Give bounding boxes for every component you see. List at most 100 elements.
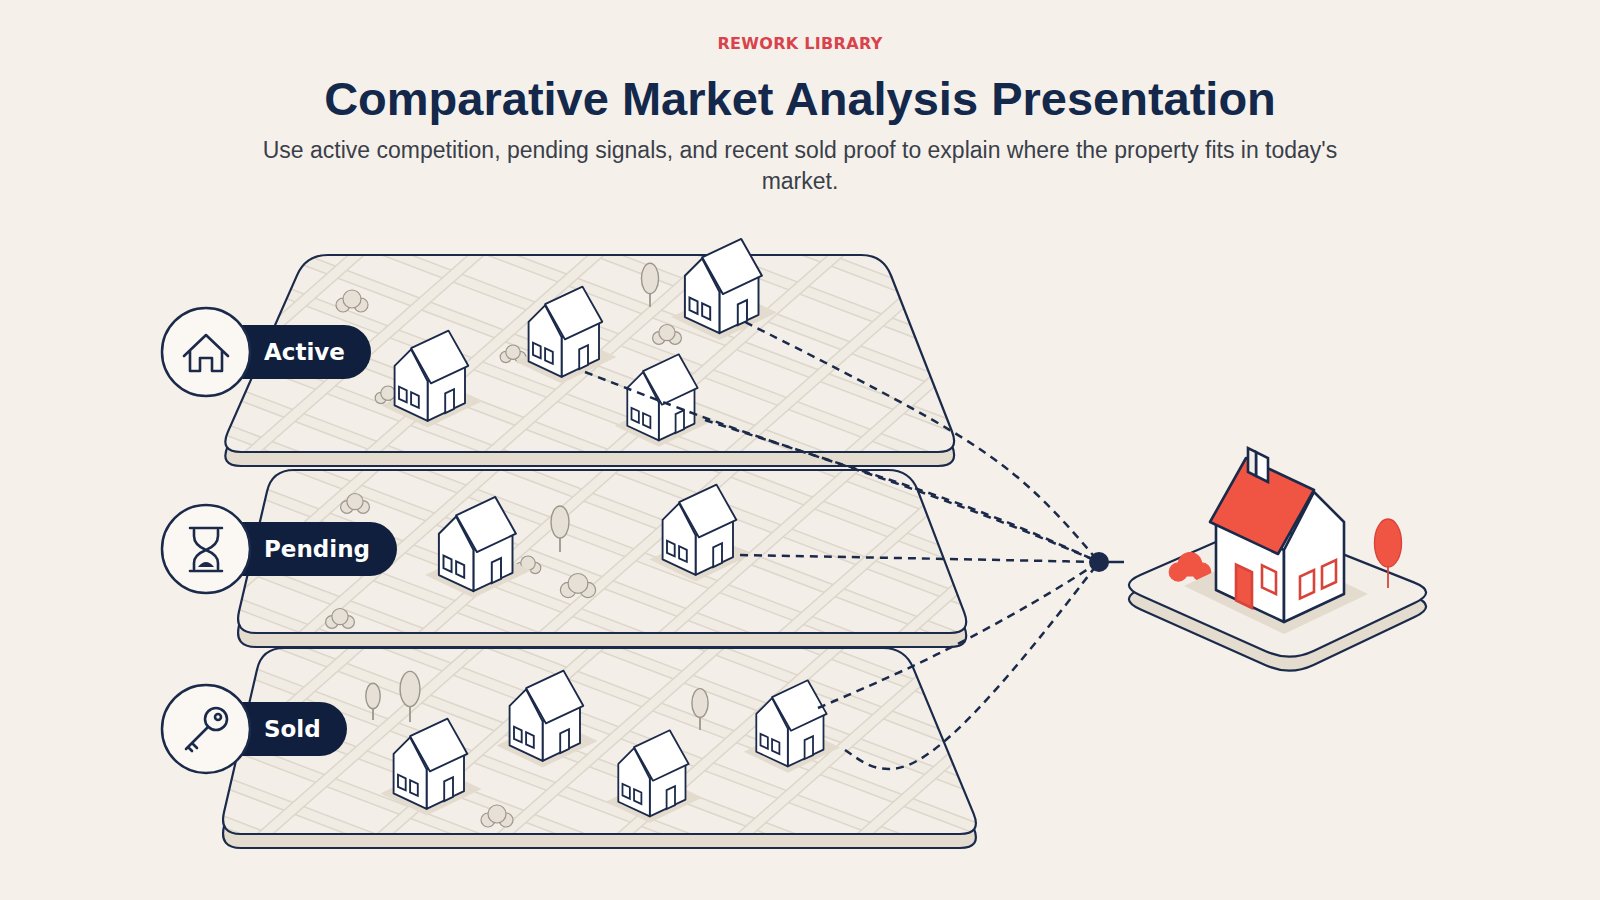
pill-icon [162, 685, 250, 773]
street [0, 628, 259, 900]
street [764, 628, 1600, 900]
pill-icon [162, 505, 250, 593]
door [492, 558, 501, 583]
street [0, 450, 204, 830]
house-roof [411, 331, 468, 384]
street [0, 235, 189, 615]
street [1134, 450, 1600, 900]
status-pill: Pending [160, 503, 397, 595]
street [0, 450, 939, 830]
window [1300, 570, 1314, 599]
window [545, 348, 553, 364]
street [399, 628, 1099, 900]
street-grid [0, 235, 1600, 851]
icon-circle [162, 505, 250, 593]
street [1184, 628, 1600, 900]
street [0, 628, 379, 900]
window [634, 789, 641, 804]
street [0, 628, 609, 900]
street [639, 235, 1339, 851]
street [254, 450, 1254, 830]
tree-crown [400, 671, 420, 706]
bush-part [347, 494, 363, 510]
house [671, 239, 777, 340]
street [0, 628, 499, 900]
window [444, 556, 452, 572]
street [0, 450, 634, 900]
bush-part [332, 609, 348, 625]
street [519, 628, 1219, 900]
tree-crown [641, 263, 658, 293]
street [759, 235, 1459, 851]
street [999, 235, 1600, 851]
street [344, 628, 1344, 900]
street [294, 450, 994, 900]
map-layer [0, 628, 1600, 900]
page-caption: Use active competition, pending signals,… [240, 135, 1360, 197]
door [667, 786, 675, 809]
door [713, 543, 722, 567]
house-roof [634, 730, 689, 780]
hub-dot [1089, 552, 1109, 572]
street [0, 450, 414, 830]
street [519, 628, 1219, 900]
street [884, 450, 1600, 830]
map-layer [0, 450, 1600, 900]
comparison-line [845, 562, 1099, 769]
street [1119, 235, 1600, 851]
comparison-line [745, 322, 1099, 562]
header: REWORK LIBRARYComparative Market Analysi… [0, 0, 1600, 197]
street [0, 235, 259, 851]
street [0, 628, 189, 900]
street [159, 628, 859, 900]
house-roof [526, 671, 583, 724]
street [1014, 450, 1600, 900]
street [254, 450, 1254, 830]
street [1119, 628, 1600, 900]
street [0, 450, 634, 900]
hourglass-sand [198, 562, 214, 567]
window [410, 780, 418, 796]
street [639, 628, 1339, 900]
street [279, 628, 979, 900]
street [294, 450, 994, 900]
door [579, 345, 588, 369]
bush-part [488, 805, 506, 823]
window [514, 727, 522, 743]
street [149, 450, 1149, 830]
street [44, 450, 1044, 830]
bush-part [506, 345, 520, 359]
house [1184, 448, 1368, 634]
street [1119, 628, 1600, 900]
street [569, 450, 1569, 830]
street [879, 235, 1579, 851]
house [425, 497, 531, 598]
street [779, 450, 1600, 830]
hourglass-icon [190, 528, 222, 571]
street [414, 450, 1114, 900]
window [679, 546, 687, 562]
window [632, 408, 639, 423]
house [649, 485, 750, 582]
house [381, 331, 482, 428]
street [894, 450, 1594, 900]
street [0, 628, 619, 900]
street [0, 235, 294, 615]
street [39, 235, 739, 851]
street [0, 628, 609, 900]
chimney [1256, 452, 1268, 482]
window [667, 541, 675, 557]
street [399, 628, 1099, 900]
street [519, 235, 1219, 851]
page-title: Comparative Market Analysis Presentation [0, 71, 1600, 127]
bush-part [343, 290, 361, 308]
street [1184, 628, 1600, 900]
street [0, 450, 514, 900]
layer-outline [225, 255, 954, 452]
house [380, 719, 481, 816]
window [399, 387, 407, 403]
house [615, 354, 712, 446]
window [533, 343, 541, 359]
